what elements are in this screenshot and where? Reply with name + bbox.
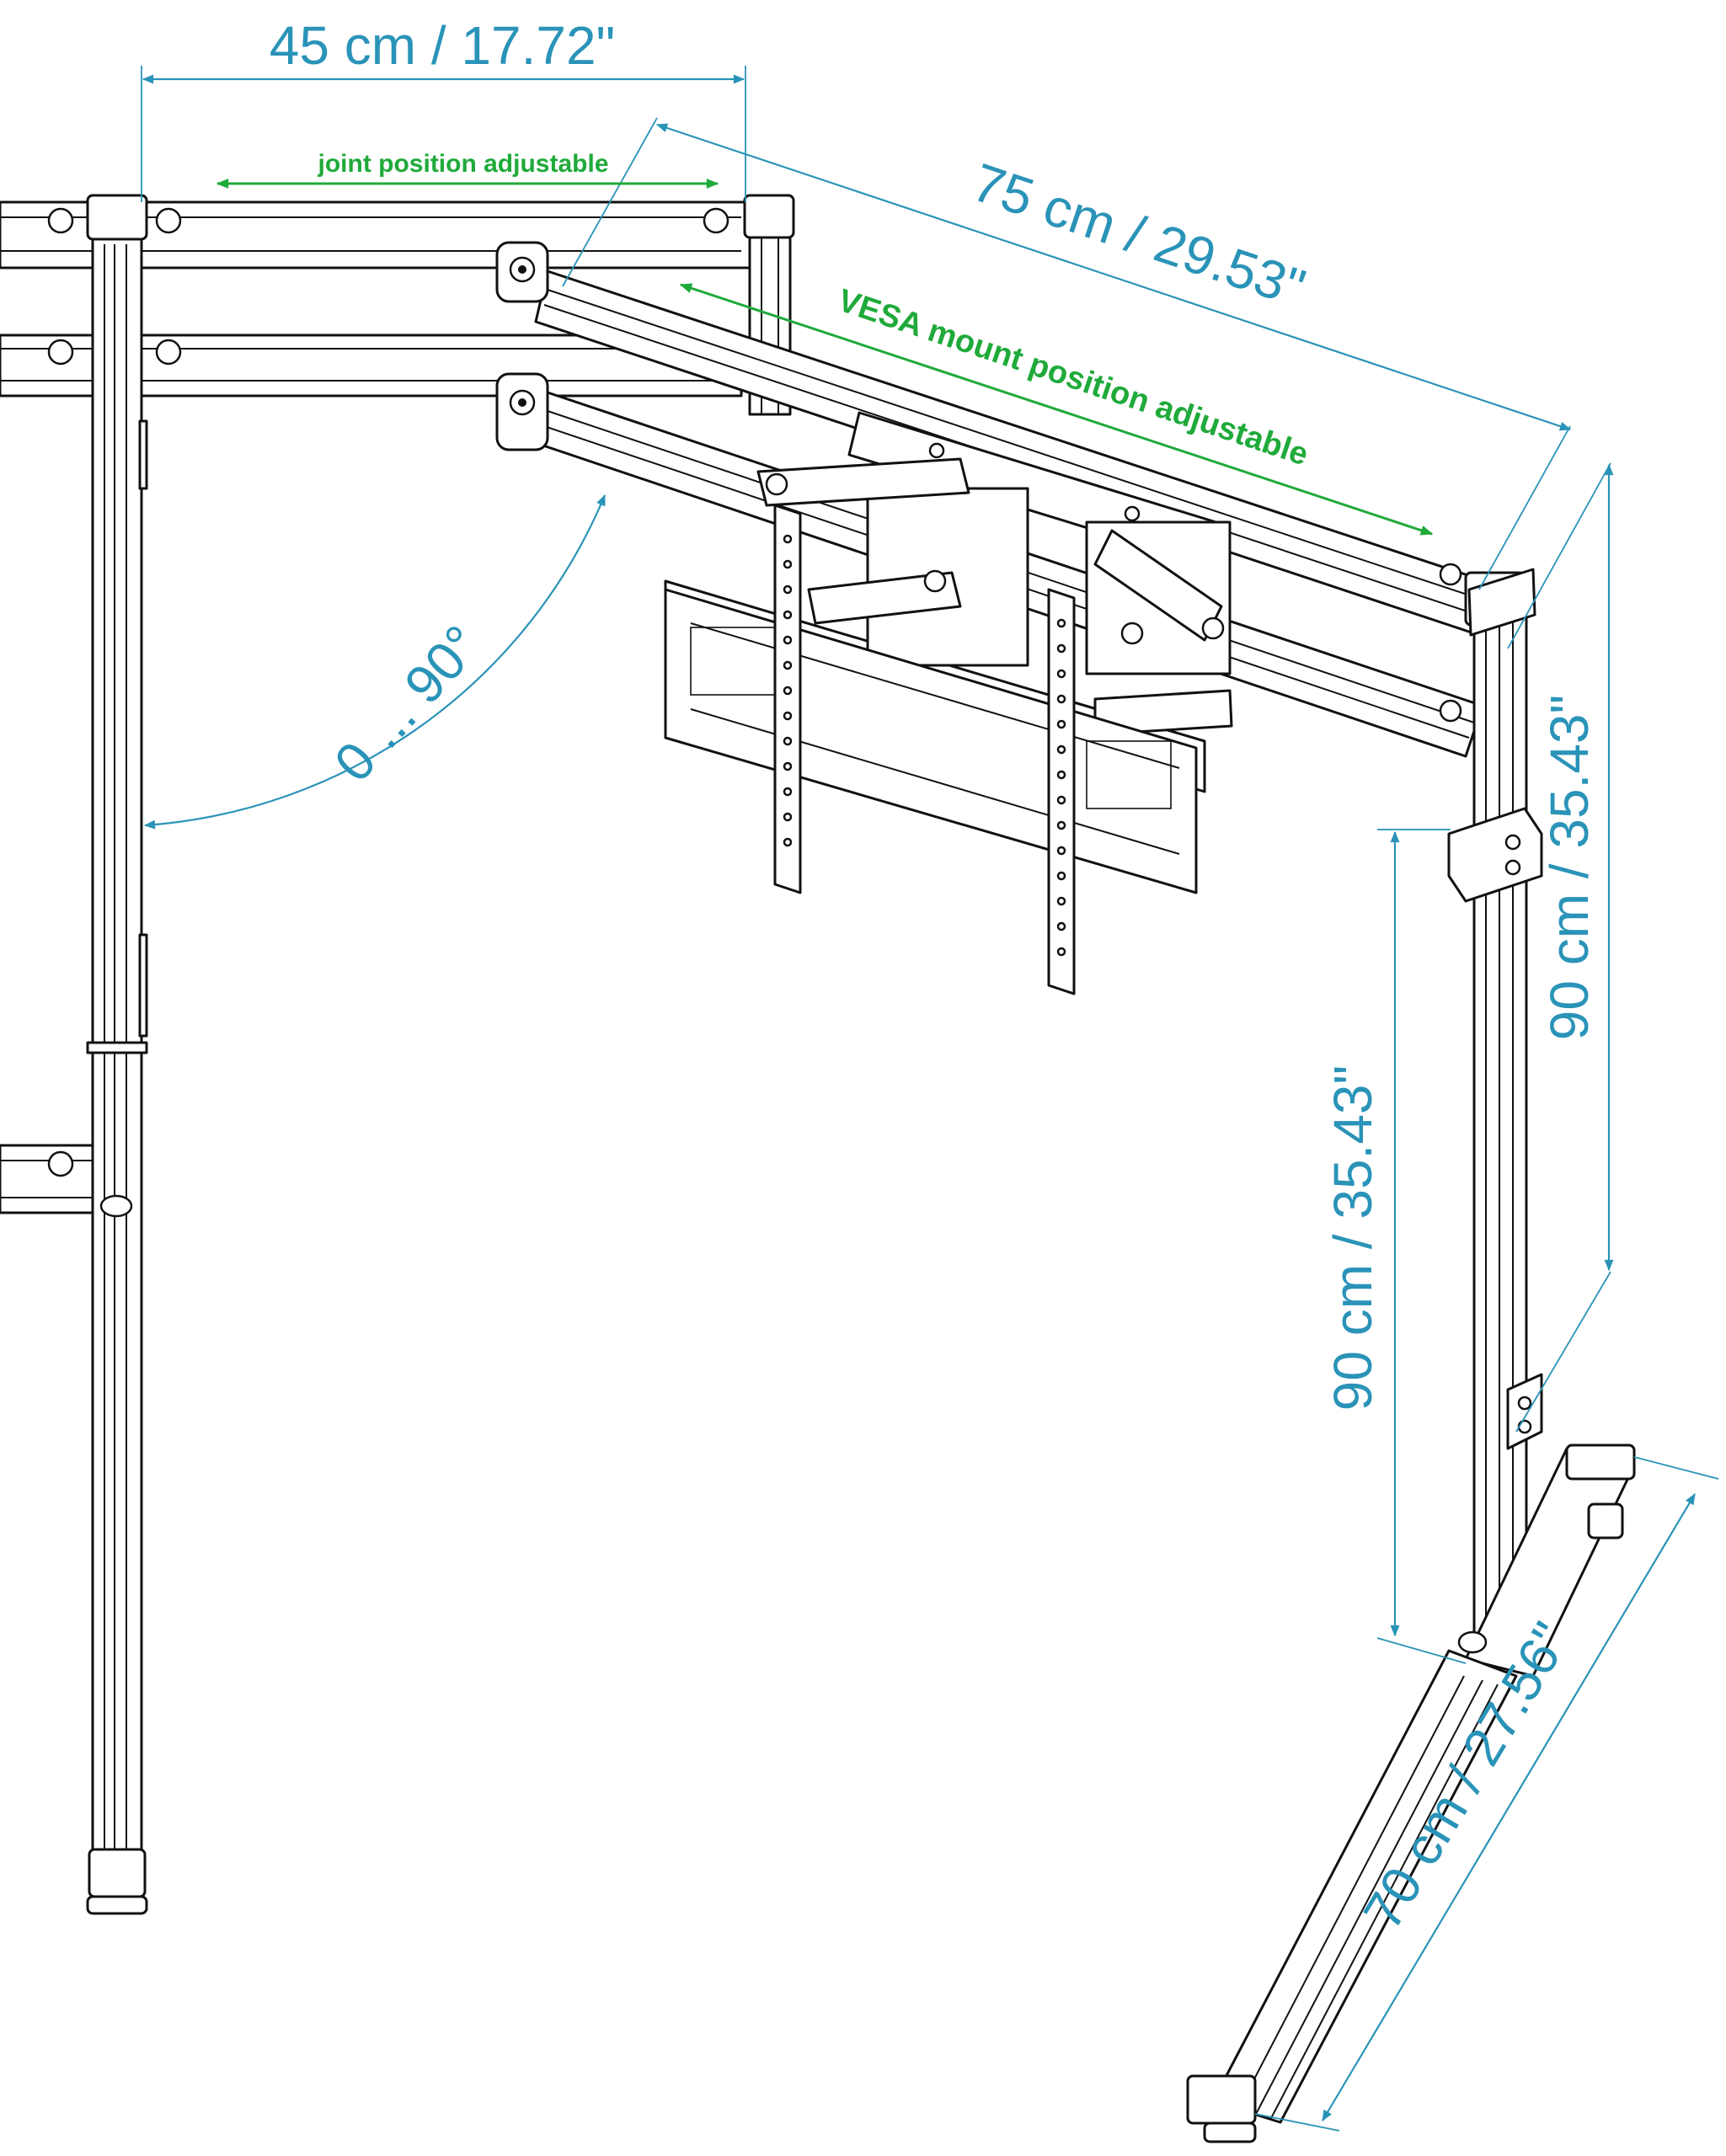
top-horizontal-profile xyxy=(0,200,777,398)
dimension-rotation-angle: 0 ... 90° xyxy=(143,494,607,830)
right-vertical-post xyxy=(1467,568,1536,1684)
lower-horizontal-profile xyxy=(0,1144,133,1218)
vesa-rail-holes xyxy=(783,534,1066,957)
dimension-lower-height: 90 cm / 35.43" xyxy=(1323,829,1467,1664)
post-clamp-lower xyxy=(1506,1373,1543,1450)
post-clamp-upper xyxy=(1447,807,1543,903)
upper-height-label: 90 cm / 35.43" xyxy=(1539,695,1600,1041)
left-vertical-post xyxy=(86,194,148,1915)
base-foot xyxy=(1186,1444,1636,2143)
left-frame xyxy=(0,194,795,1915)
arm-length-label: 75 cm / 29.53" xyxy=(965,152,1312,319)
dimension-upper-height: 90 cm / 35.43" xyxy=(1507,462,1614,1433)
joint-adjustable-label: joint position adjustable xyxy=(318,150,609,178)
adjustment-joint: joint position adjustable xyxy=(216,150,719,189)
rotation-angle-label: 0 ... 90° xyxy=(323,614,493,793)
dimension-top-width: 45 cm / 17.72" xyxy=(141,15,746,202)
lower-height-label: 90 cm / 35.43" xyxy=(1323,1065,1383,1412)
top-width-label: 45 cm / 17.72" xyxy=(270,15,616,76)
